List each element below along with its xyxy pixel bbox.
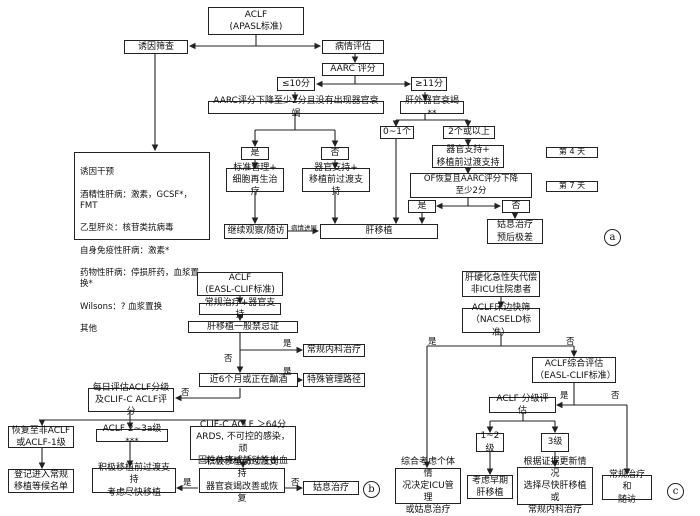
trigger-item: Wilsons：? 血浆置换 [80,301,163,312]
organ-support2-box: 器官支持+ 移植前过渡支持 [302,163,370,197]
grade3-box: 3级 [541,433,569,452]
recover-box: 恢复至非ACLF 或ACLF-1级 [8,426,74,448]
aclf-apasl-box: ACLF (APASL标准) [208,7,304,35]
b-yes2-label: 是 [283,367,292,377]
routine-support-box: 常规治疗+器官支持 [199,298,281,320]
bedside-screen-box: ACLF床边快筛 （NACSELD标准） [462,303,540,338]
cirrhosis-start-box: 肝硬化急性失代偿 非ICU住院患者 [462,271,540,297]
c-no2-label: 否 [611,391,620,401]
b-no2-label: 否 [181,388,190,398]
daily-eval-box: 每日评估ACLF分级 及CLIF-C ACLF评分 [88,383,174,417]
b-yes3-label: 是 [183,478,192,488]
panel-a-label: a [604,229,621,246]
le10-box: ≤10分 [277,77,315,91]
c-yes1-label: 是 [428,337,437,347]
contraindication-box: 肝移植一般禁忌证 [188,321,298,333]
alcohol-box: 近6个月或正在酗酒 [199,373,298,387]
c-yes2-label: 是 [560,391,569,401]
panel-b-label: b [363,481,380,498]
liver-tx-box: 肝移植 [320,224,438,239]
comprehensive-eval-box: ACLF综合评估 （EASL-CLIF标准） [532,357,616,383]
active-bridge2-box: 积极移植前过渡支持 器官衰竭改善或恢复 [199,457,285,504]
day7-box: 第 7 天 [546,181,598,192]
c-no1-label: 否 [566,337,575,347]
trigger-intervention-title: 诱因干预 [80,167,115,178]
of-recovery-box: OF恢复且AARC评分下降 至少2分 [410,173,532,198]
grade12-box: 1~2级 [476,431,504,454]
extrahepatic-failure-box: 肝外器官衰竭** [400,96,464,119]
standard-mgmt-box: 标准管理+ 细胞再生治疗 [226,163,284,197]
panel-c-label: c [667,483,684,500]
active-bridge-box: 积极移植前过渡支持 考虑尽快移植 [92,463,176,498]
trigger-item: 乙型肝炎：核苷类抗病毒 [80,223,174,234]
aclf-easl-box: ACLF (EASL-CLIF标准) [197,272,283,296]
b-palliative-box: 姑息治疗 [303,481,359,495]
icu-decision-box: 综合考虑个体情 况决定ICU管理 或姑息治疗 [395,457,461,515]
trigger-item: 药物性肝病：停损肝药，血浆置换* [80,268,200,290]
ge11-box: ≥11分 [411,77,447,91]
grading-box: ACLF 分级评估 [489,394,556,416]
day4-box: 第 4 天 [546,147,598,158]
a-no-box: 否 [321,147,349,160]
aarc-drop-box: AARC评分下降至少2分且没有出现器官衰竭 [208,96,384,119]
organ-support-bridge-box: 器官支持+ 移植前过渡支持 [432,145,504,168]
trigger-item: 自身免疫性肝病：激素* [80,245,170,256]
two-more-box: 2个或以上 [443,126,495,139]
trigger-screen-box: 诱因筛查 [124,40,188,54]
palliative-poor-box: 姑息治疗 预后极差 [487,219,543,244]
clifc-box: CLIF-C ACLF ＞64分 ARDS, 不可控的感染，顽 固性休克或活动性… [190,420,296,466]
routine-followup-box: 常规治疗和 随访 [602,470,652,505]
a-no2-box: 否 [502,200,530,213]
a-yes2-box: 是 [408,200,436,213]
evidence-box: 根据证据更新情况 选择尽快肝移植或 常规内科治疗 [517,457,593,515]
b-yes1-label: 是 [283,339,292,349]
b-no1-label: 否 [224,354,233,364]
zero-one-box: 0~1个 [380,126,414,139]
grade23-box: ACLF 2~3a级*** [96,424,168,447]
register-box: 登记进入常规 移植等候名单 [8,469,74,493]
progression-label: 病情进展 [291,224,317,232]
condition-eval-box: 病情评估 [322,40,384,54]
trigger-intervention-box: 诱因干预 酒精性肝病：激素，GCSF*，FMT 乙型肝炎：核苷类抗病毒 自身免疫… [74,152,210,334]
early-tx-box: 考虑早期 肝移植 [467,475,513,499]
trigger-item: 酒精性肝病：激素，GCSF*，FMT [80,189,193,211]
aarc-score-box: AARC 评分 [322,63,384,76]
a-yes-box: 是 [241,147,269,160]
continue-obs-box: 继续观察/随访 [224,224,288,239]
routine-medical-box: 常规内科治疗 [303,344,365,357]
trigger-item: 其他 [80,324,98,335]
b-no3-label: 否 [291,478,300,488]
special-path-box: 特殊管理路径 [303,373,365,387]
